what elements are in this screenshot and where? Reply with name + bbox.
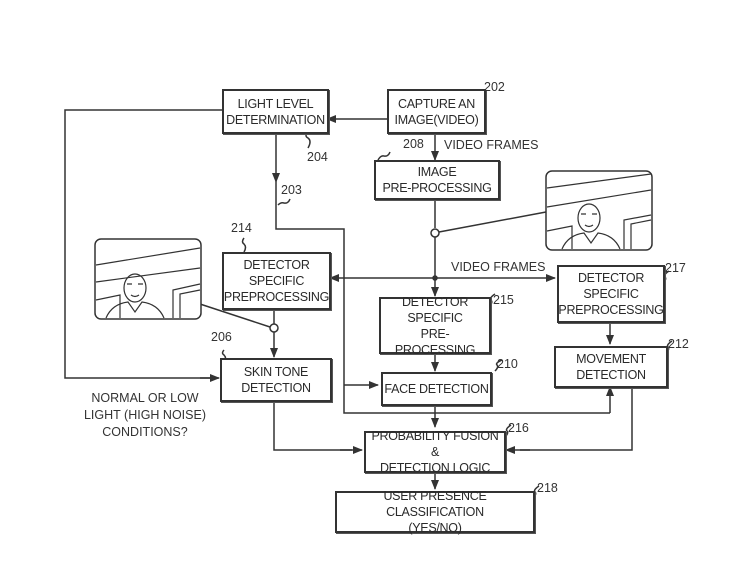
ref-leader-214 (241, 237, 247, 253)
ref-214: 214 (231, 221, 252, 235)
junction-circle-right (430, 228, 440, 238)
capture-image-box: CAPTURE AN IMAGE(VIDEO) (387, 89, 486, 134)
user-presence-classification-box: USER PRESENCE CLASSIFICATION (YES/NO) (335, 489, 535, 535)
ref-202: 202 (484, 80, 505, 94)
video-frames-label-mid: VIDEO FRAMES (451, 260, 546, 274)
detector-preprocessing-mid-box: DETECTOR SPECIFIC PRE-PROCESSING (379, 295, 491, 357)
video-frames-label-top: VIDEO FRAMES (444, 138, 539, 152)
ref-208: 208 (403, 137, 424, 151)
path-skin-to-fusion (273, 399, 352, 451)
ref-210: 210 (497, 357, 518, 371)
ref-217: 217 (665, 261, 686, 275)
movement-detection-box: MOVEMENT DETECTION (554, 346, 668, 388)
ref-206: 206 (211, 330, 232, 344)
line-to-right-image (438, 211, 547, 233)
ref-216: 216 (508, 421, 529, 435)
line-to-left-image (199, 303, 271, 328)
ref-215: 215 (493, 293, 514, 307)
path-light-to-skin (64, 109, 222, 379)
left-person-image (94, 238, 202, 320)
ref-212: 212 (668, 337, 689, 351)
ref-leader-204 (305, 131, 311, 149)
ref-leader-203 (277, 198, 291, 206)
light-level-determination-box: LIGHT LEVEL DETERMINATION (222, 89, 329, 134)
ref-203: 203 (281, 183, 302, 197)
right-person-image (545, 170, 653, 251)
path-203 (275, 182, 610, 414)
detector-preprocessing-left-box: DETECTOR SPECIFIC PREPROCESSING (222, 252, 331, 310)
path-movement-to-fusion (520, 387, 633, 451)
ref-204: 204 (307, 150, 328, 164)
junction-circle-left (269, 323, 279, 333)
ref-218: 218 (537, 481, 558, 495)
ref-leader-210 (494, 359, 503, 372)
ref-leader-208 (377, 151, 391, 161)
face-detection-box: FACE DETECTION (381, 372, 492, 406)
ref-leader-215 (489, 293, 496, 307)
skin-tone-detection-box: SKIN TONE DETECTION (220, 358, 332, 402)
ref-leader-216 (504, 424, 512, 438)
image-preprocessing-box: IMAGE PRE-PROCESSING (374, 160, 500, 200)
probability-fusion-box: PROBABILITY FUSION & DETECTION LOGIC (364, 429, 506, 475)
detector-preprocessing-right-box: DETECTOR SPECIFIC PREPROCESSING (557, 265, 665, 323)
light-condition-question: NORMAL OR LOW LIGHT (HIGH NOISE) CONDITI… (83, 391, 206, 439)
